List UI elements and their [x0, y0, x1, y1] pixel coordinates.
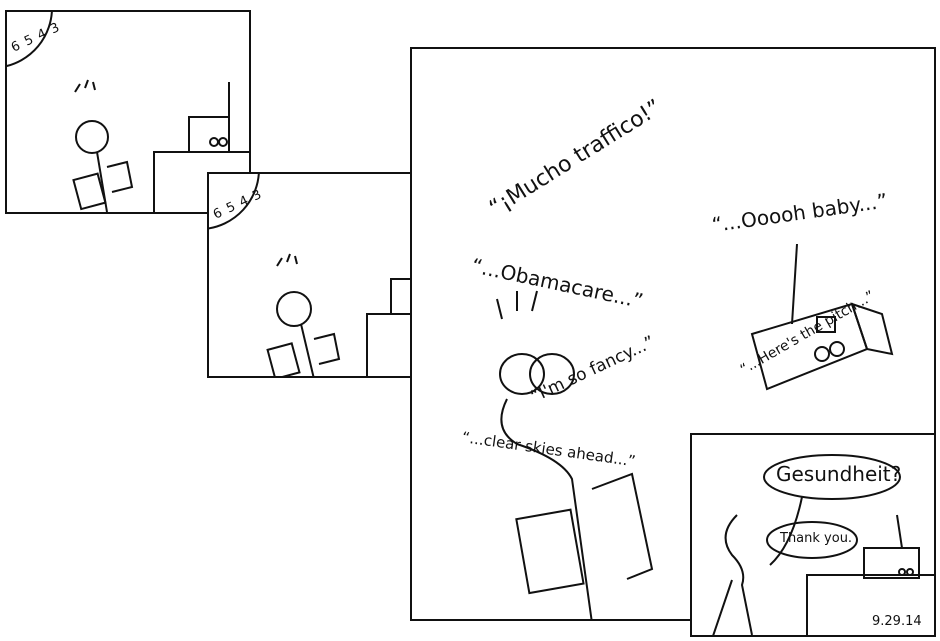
- panel-1-drawing: [7, 12, 249, 212]
- comic-panel-1: 6 5 4 3: [5, 10, 251, 214]
- radio-reply-thank-you: Thank you.: [780, 531, 853, 546]
- speech-bubble-gesundheit: Gesundheit?: [776, 462, 902, 486]
- panel-3-drawing: [496, 243, 894, 619]
- comic-panel-4: Gesundheit? Thank you. 9.29.14: [690, 433, 936, 637]
- panel-4-drawing: [712, 454, 934, 635]
- radio-icon: [750, 243, 894, 391]
- comic-date: 9.29.14: [872, 614, 922, 629]
